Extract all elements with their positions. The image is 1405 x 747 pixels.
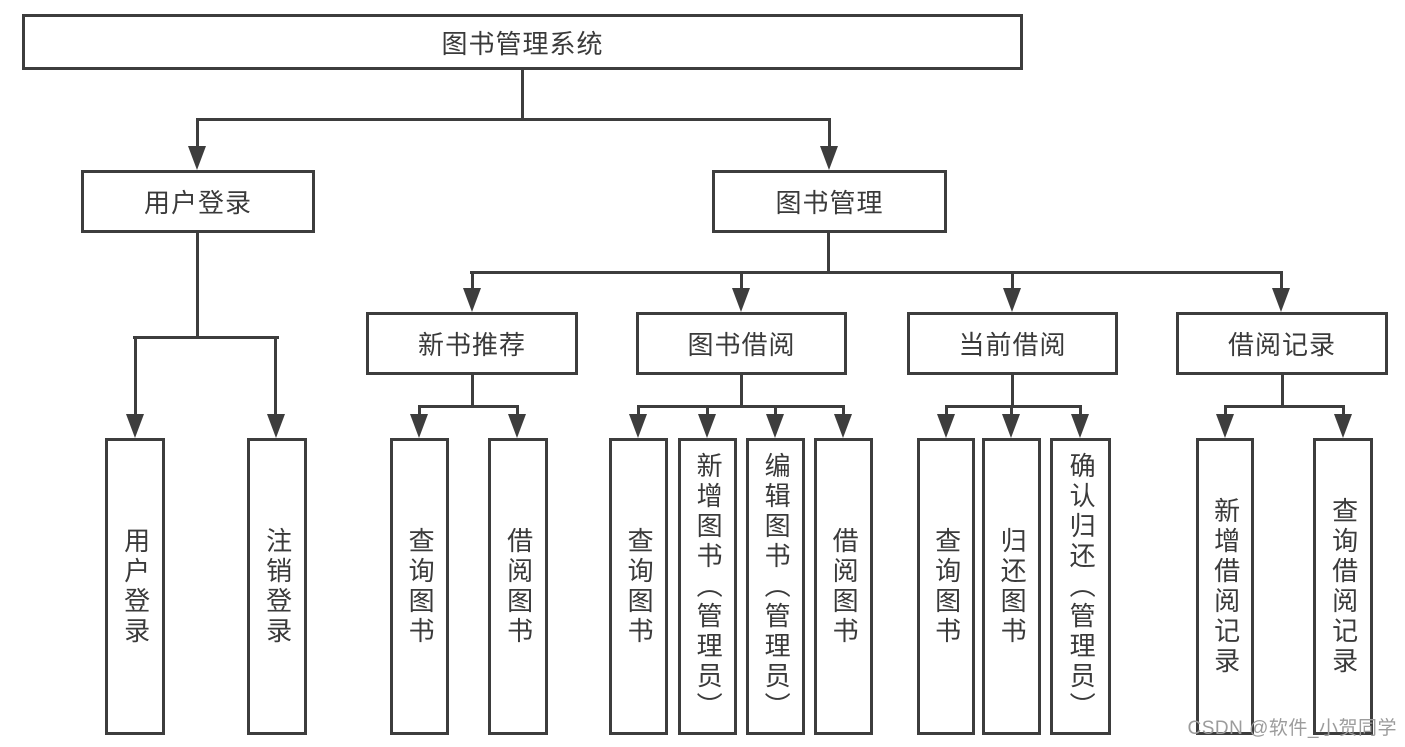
arrow-down-icon (766, 414, 784, 438)
connector-stub (471, 375, 474, 408)
arrow-down-icon (410, 414, 428, 438)
connector-arrow-shaft (1224, 405, 1227, 417)
leaf-label: 借阅图书 (829, 526, 860, 647)
connector-stub (740, 375, 743, 408)
node-book-management: 图书管理 (712, 170, 947, 233)
arrow-down-icon (1071, 414, 1089, 438)
leaf-query-books: 查询图书 (390, 438, 449, 735)
leaf-logout: 注销登录 (247, 438, 307, 735)
node-label: 图书管理系统 (441, 28, 604, 59)
connector-arrow-shaft (1280, 271, 1283, 291)
connector-arrow-shaft (516, 405, 519, 417)
leaf-add-borrow-record: 新增借阅记录 (1196, 438, 1254, 735)
connector-arrow-shaft (1342, 405, 1345, 417)
arrow-down-icon (1003, 288, 1021, 312)
connector-arrow-shaft (274, 336, 277, 416)
connector-arrow-shaft (842, 405, 845, 417)
node-new-book-recommendation: 新书推荐 (366, 312, 578, 375)
connector-arrow-shaft (828, 118, 831, 148)
leaf-query-books: 查询图书 (609, 438, 668, 735)
node-label: 新书推荐 (417, 330, 526, 360)
connector-bus (945, 405, 1082, 408)
connector-bus (1224, 405, 1345, 408)
connector-arrow-shaft (637, 405, 640, 417)
leaf-label: 查询图书 (405, 526, 436, 647)
leaf-label: 确认归还（管理员） (1066, 451, 1097, 722)
arrow-down-icon (188, 146, 206, 170)
node-user-login: 用户登录 (81, 170, 315, 233)
leaf-label: 注销登录 (262, 526, 293, 647)
leaf-confirm-return-admin: 确认归还（管理员） (1050, 438, 1111, 735)
connector-arrow-shaft (134, 336, 137, 416)
watermark: CSDN @软件_小贺同学 (1187, 718, 1397, 739)
arrow-down-icon (629, 414, 647, 438)
connector-arrow-shaft (774, 405, 777, 417)
leaf-label: 借阅图书 (503, 526, 534, 647)
leaf-query-borrow-record: 查询借阅记录 (1313, 438, 1373, 735)
arrow-down-icon (1216, 414, 1234, 438)
connector-arrow-shaft (1010, 405, 1013, 417)
arrow-down-icon (1334, 414, 1352, 438)
connector-arrow-shaft (740, 271, 743, 291)
connector-arrow-shaft (1079, 405, 1082, 417)
leaf-return-books: 归还图书 (982, 438, 1041, 735)
node-current-borrowing: 当前借阅 (907, 312, 1118, 375)
arrow-down-icon (820, 146, 838, 170)
connector-book-mgmt-stub (827, 233, 830, 274)
arrow-down-icon (698, 414, 716, 438)
connector-arrow-shaft (418, 405, 421, 417)
connector-level2-bus (196, 118, 831, 121)
node-library-management-system: 图书管理系统 (22, 14, 1023, 70)
leaf-edit-books-admin: 编辑图书（管理员） (746, 438, 805, 735)
node-label: 用户登录 (143, 188, 252, 218)
arrow-down-icon (126, 414, 144, 438)
arrow-down-icon (1272, 288, 1290, 312)
connector-arrow-shaft (945, 405, 948, 417)
arrow-down-icon (937, 414, 955, 438)
connector-bus (418, 405, 519, 408)
leaf-user-login: 用户登录 (105, 438, 165, 735)
arrow-down-icon (508, 414, 526, 438)
leaf-label: 查询图书 (931, 526, 962, 647)
node-book-borrowing: 图书借阅 (636, 312, 847, 375)
arrow-down-icon (463, 288, 481, 312)
leaf-label: 新增借阅记录 (1210, 496, 1241, 677)
leaf-label: 查询图书 (624, 526, 655, 647)
leaf-add-books-admin: 新增图书（管理员） (678, 438, 737, 735)
arrow-down-icon (834, 414, 852, 438)
connector-user-login-stub (196, 233, 199, 339)
arrow-down-icon (1002, 414, 1020, 438)
leaf-label: 编辑图书（管理员） (761, 451, 792, 722)
connector-arrow-shaft (196, 118, 199, 148)
leaf-label: 归还图书 (997, 526, 1028, 647)
connector-user-login-bus (133, 336, 279, 339)
connector-bus (637, 405, 845, 408)
node-label: 当前借阅 (958, 330, 1067, 360)
node-label: 图书借阅 (687, 330, 796, 360)
leaf-label: 新增图书（管理员） (693, 451, 724, 722)
leaf-label: 查询借阅记录 (1328, 496, 1359, 677)
node-label: 图书管理 (775, 188, 884, 218)
node-borrowing-records: 借阅记录 (1176, 312, 1388, 375)
arrow-down-icon (267, 414, 285, 438)
leaf-label: 用户登录 (120, 526, 151, 647)
connector-stub (1011, 375, 1014, 408)
connector-arrow-shaft (706, 405, 709, 417)
connector-level3-bus (470, 271, 1283, 274)
leaf-borrow-books: 借阅图书 (814, 438, 873, 735)
connector-stub (1281, 375, 1284, 408)
leaf-borrow-books: 借阅图书 (488, 438, 548, 735)
connector-arrow-shaft (471, 271, 474, 291)
connector-arrow-shaft (1011, 271, 1014, 291)
node-label: 借阅记录 (1227, 330, 1336, 360)
arrow-down-icon (732, 288, 750, 312)
leaf-query-books: 查询图书 (917, 438, 975, 735)
connector-root-stub (521, 69, 524, 121)
